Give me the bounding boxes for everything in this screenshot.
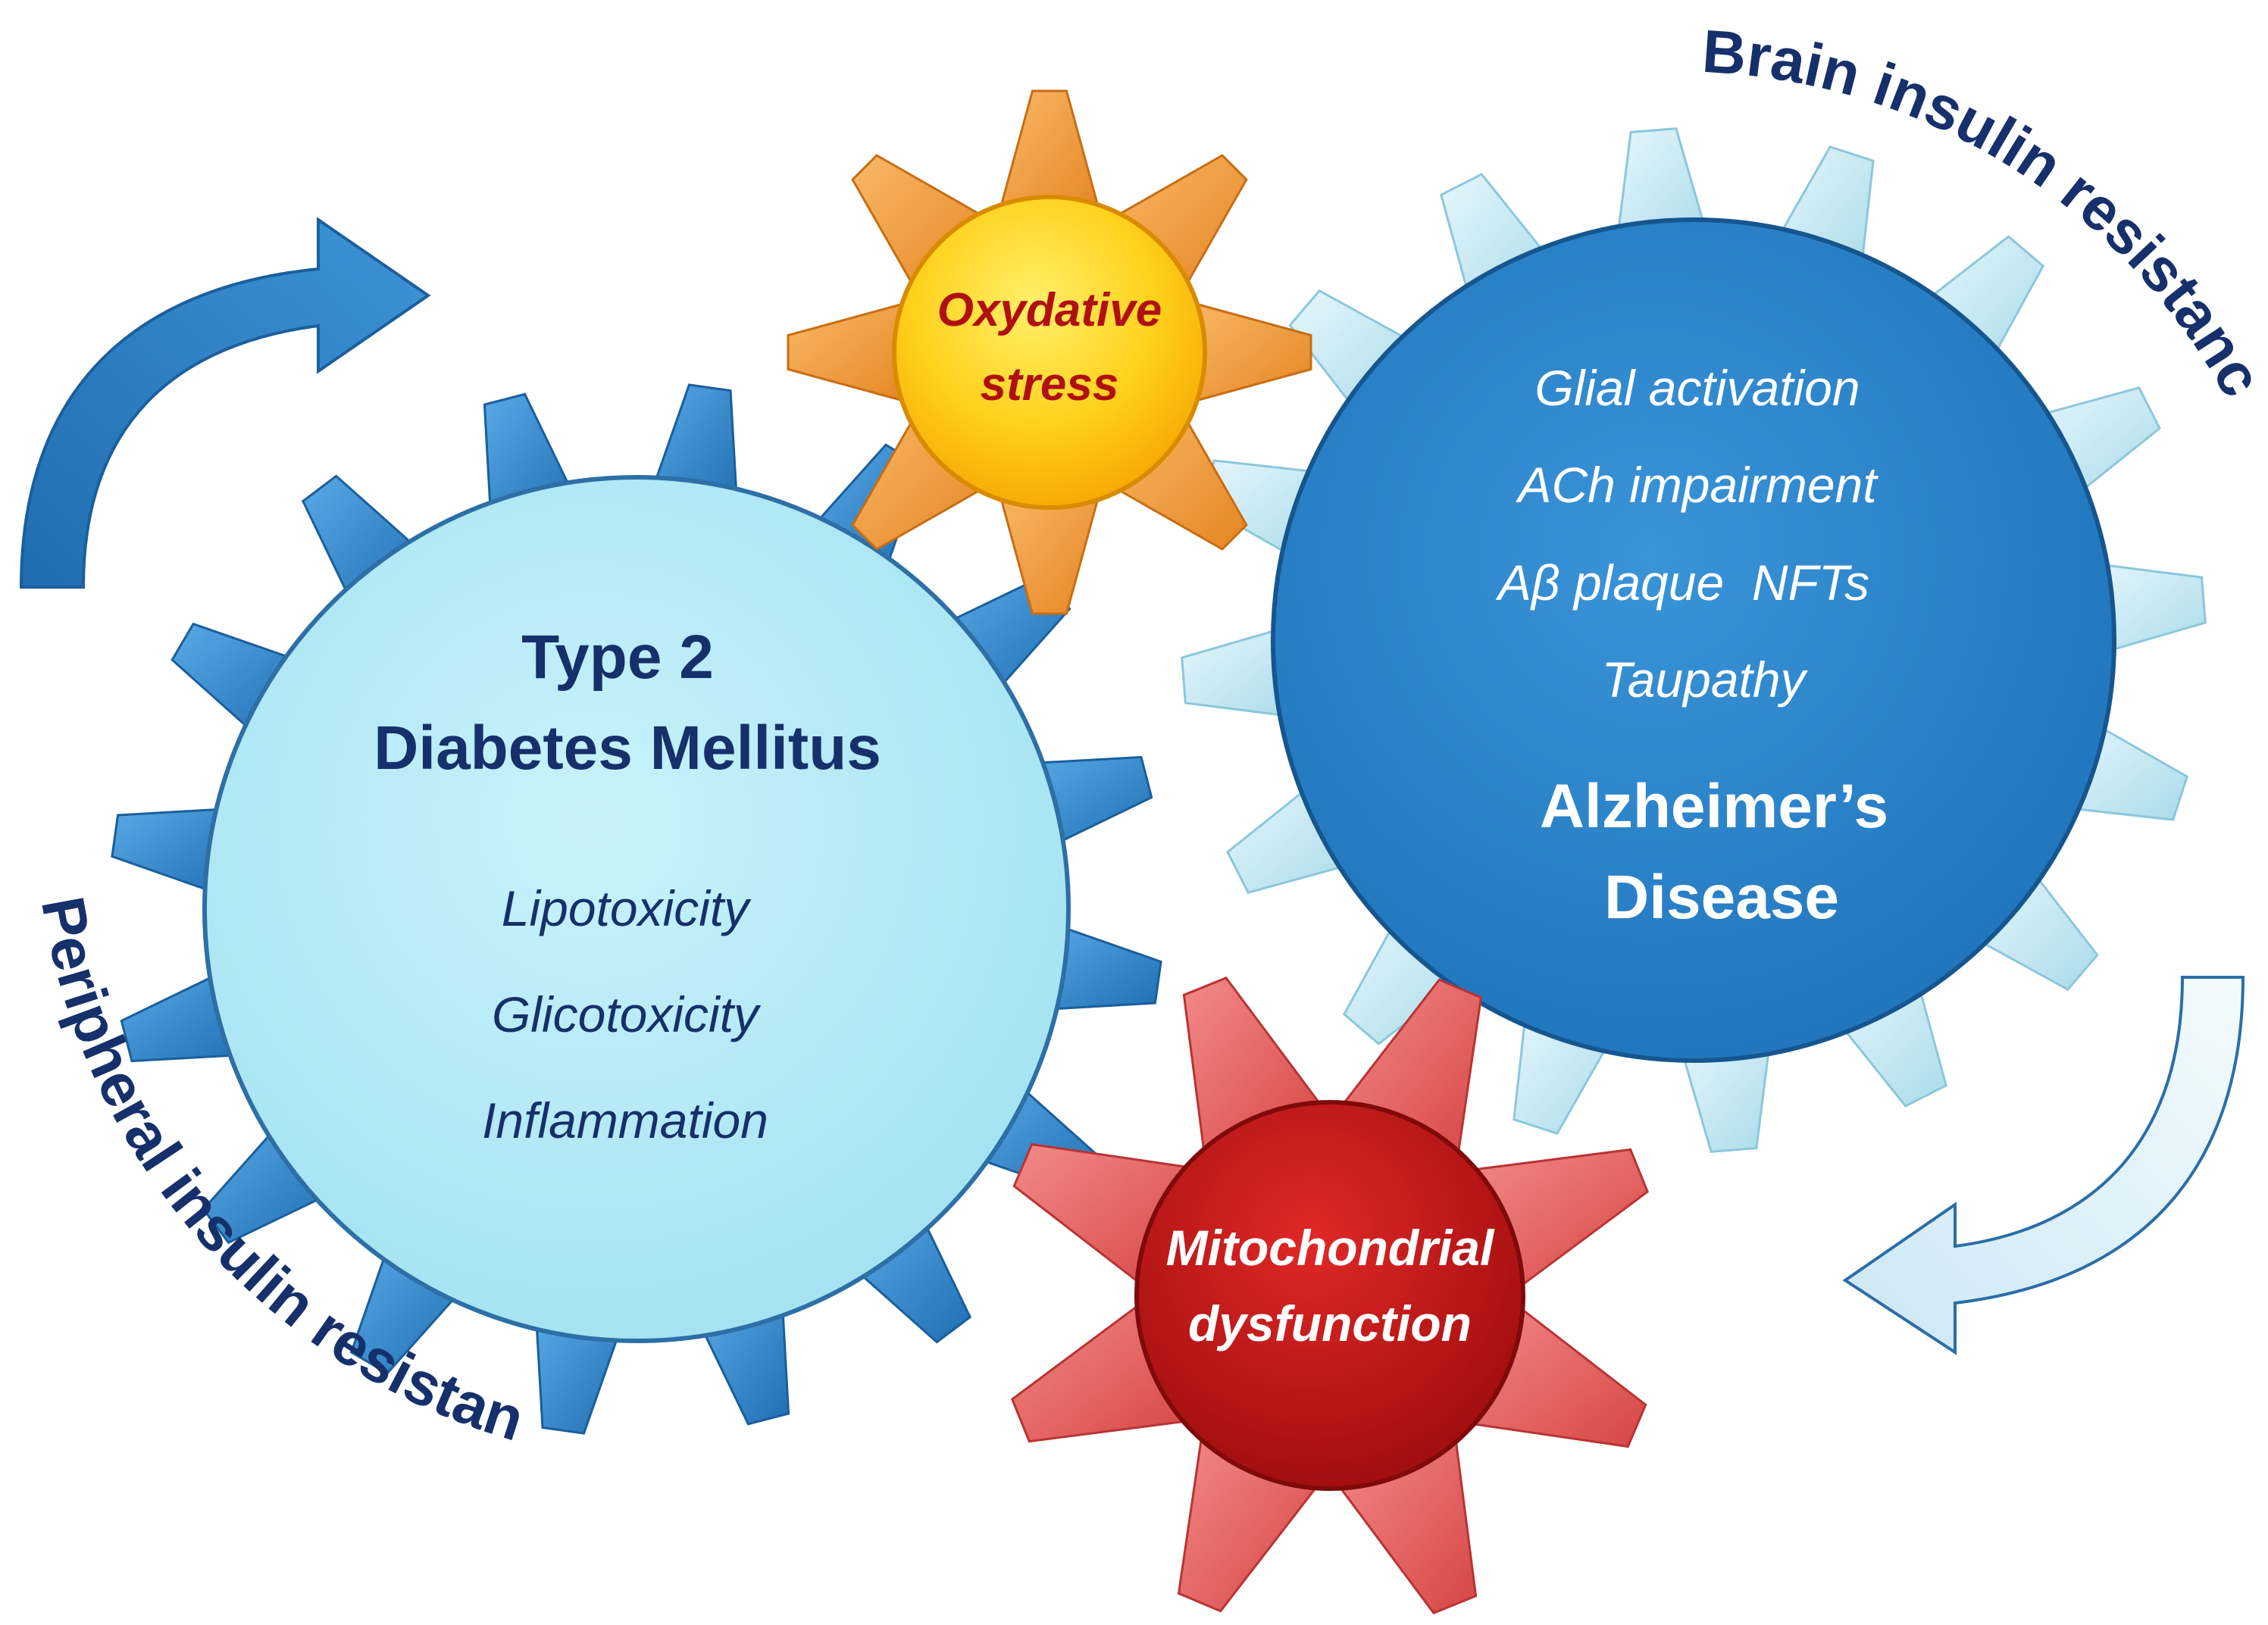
mitochondrial-line2: dysfunction	[1188, 1295, 1472, 1352]
t2dm-item-lipotoxicity: Lipotoxicity	[502, 880, 752, 936]
t2dm-item-inflammation: Inflammation	[482, 1092, 768, 1148]
ad-title-line2: Disease	[1604, 863, 1839, 932]
t2dm-gear	[111, 383, 1162, 1435]
curved-arrow-right	[1842, 976, 2245, 1355]
oxidative-stress-gear	[787, 89, 1312, 615]
t2dm-title-line1: Type 2	[521, 623, 714, 692]
oxidative-stress-line2: stress	[981, 358, 1119, 411]
oxidative-stress-line1: Oxydative	[937, 284, 1162, 336]
ad-item-abeta-plaque-nfts: Aβ plaque NFTs	[1495, 555, 1869, 611]
mitochondrial-gear	[1010, 976, 1650, 1615]
mitochondrial-line1: Mitochondrial	[1166, 1220, 1495, 1276]
oxidative-gear-disc	[892, 195, 1207, 510]
t2dm-title-line2: Diabetes Mellitus	[374, 714, 881, 783]
ad-item-ach-impairment: ACh impairment	[1515, 457, 1879, 513]
ad-item-taupathy: Taupathy	[1601, 652, 1808, 708]
alzheimers-gear-disc	[1271, 217, 2116, 1063]
mitochondrial-gear-disc	[1134, 1100, 1525, 1491]
ad-item-glial-activation: Glial activation	[1534, 360, 1860, 416]
t2dm-gear-disc	[202, 475, 1071, 1343]
curved-arrow-left	[19, 217, 431, 589]
alzheimers-gear	[1181, 127, 2207, 1153]
t2dm-item-glicotoxicity: Glicotoxicity	[492, 986, 762, 1042]
ad-title-line1: Alzheimer’s	[1540, 772, 1888, 841]
